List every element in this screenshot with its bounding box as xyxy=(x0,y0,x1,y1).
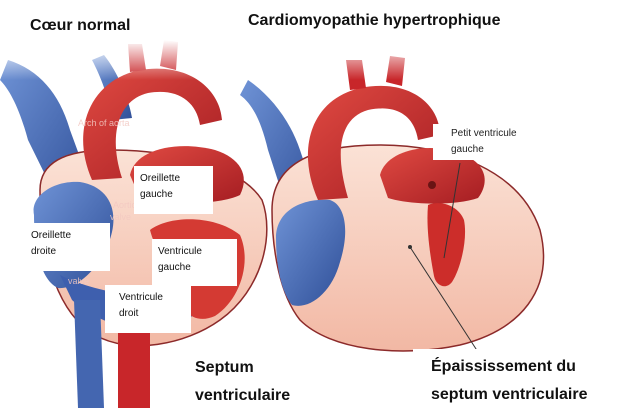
label-ventricular-septum: Septum ventriculaire xyxy=(178,344,328,408)
ghost-label-valve-lower: valve xyxy=(68,276,89,286)
label-thickened-septum: Épaississement du septum ventriculaire xyxy=(413,349,618,408)
label-small-left-ventricle: Petit ventricule gauche xyxy=(433,124,618,160)
label-right-atrium: Oreillette droite xyxy=(25,223,110,271)
inferior-vena-cava xyxy=(74,300,104,408)
ghost-label-valve: valve xyxy=(110,212,131,222)
ghost-label-arch: Arch of aorta xyxy=(78,118,130,128)
label-left-atrium: Oreillette gauche xyxy=(134,166,213,214)
label-right-ventricle: Ventricule droit xyxy=(105,285,191,333)
label-left-ventricle: Ventricule gauche xyxy=(152,239,237,286)
hcm-heart xyxy=(240,40,560,351)
ghost-label-aortic: Aortic xyxy=(113,200,136,210)
